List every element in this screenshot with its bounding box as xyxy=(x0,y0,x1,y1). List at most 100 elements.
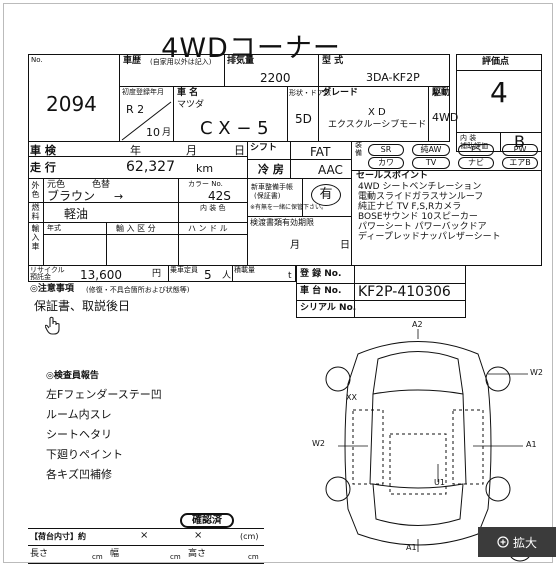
inspection-month: 月 xyxy=(186,144,197,157)
color-change-label: 色替 xyxy=(92,180,111,190)
chassis-label: 車 台 No. xyxy=(300,286,342,296)
model-type-value: 3DA-KF2P xyxy=(366,71,420,84)
grid-line xyxy=(296,283,466,284)
cargo-width-label: 幅 xyxy=(110,549,120,559)
cargo-cm: cm xyxy=(170,553,181,561)
first-reg-month: 10 xyxy=(146,126,160,139)
color-code: 42S xyxy=(208,189,231,203)
damage-mark: XX xyxy=(346,393,357,402)
grid-line xyxy=(28,202,248,203)
grade-box xyxy=(456,54,542,152)
fuel-value: 軽油 xyxy=(64,207,89,221)
load-unit: t xyxy=(288,271,292,281)
damage-mark: A1 xyxy=(406,543,417,552)
first-reg-label: 初度登録年月 xyxy=(122,88,164,96)
drive-label: 駆動 xyxy=(432,88,451,98)
grid-line xyxy=(318,54,319,86)
inspector-line: ルーム内スレ xyxy=(46,408,112,421)
confirmed-stamp: 確認済 xyxy=(180,513,234,528)
equip-airbag: エアB xyxy=(502,157,538,169)
grade-points-value: 4 xyxy=(490,76,508,109)
notes-sub: (修復・不具合箇所および状態等) xyxy=(86,286,190,294)
grid-line xyxy=(456,132,542,133)
mileage-label: 走 行 xyxy=(30,161,56,174)
notes-text: 保証書、取説後日 xyxy=(34,299,131,313)
history-note: (自家用以外は記入) xyxy=(150,58,212,66)
hand-cursor-icon xyxy=(45,316,60,335)
sales-point-line: ディープレッドナッパレザーシート xyxy=(358,232,501,242)
recycle-value: 13,600 xyxy=(80,268,122,282)
grid-line xyxy=(287,86,288,142)
grid-line xyxy=(232,266,233,282)
first-reg-year: R 2 xyxy=(126,103,145,116)
grid-line xyxy=(178,222,179,266)
recycle-cert-label: 検渡書類有効期限 xyxy=(250,218,314,227)
history-label: 車歴 xyxy=(123,56,142,66)
damage-mark: U1 xyxy=(434,478,445,487)
interior-grade-label: 内 装 補助評価 xyxy=(460,134,488,150)
grid-line xyxy=(296,300,466,301)
reg-no-label: 登 録 No. xyxy=(300,269,342,279)
grid-line xyxy=(248,216,352,217)
inspector-line: 各キズ凹補修 xyxy=(46,468,112,481)
auction-sheet: 4WDコーナー No. 2094 車歴 (自家用以外は記入) 排気量 2200 … xyxy=(28,24,543,566)
manual-note: ※有無を一緒に保管下さい。 xyxy=(250,204,328,211)
equip-navi: ナビ xyxy=(458,157,494,169)
grid-line xyxy=(28,222,248,223)
sales-point-line: 純正ナビ TV F,S,Rカメラ xyxy=(358,202,462,212)
grid-line xyxy=(248,159,352,160)
grid-line xyxy=(43,234,248,235)
sales-point-line: BOSEサウンド 10スピーカー xyxy=(358,212,478,222)
grid-line xyxy=(28,545,264,546)
grade-line2: エクスクルーシブモード xyxy=(328,120,427,130)
capacity-unit: 人 xyxy=(222,271,232,281)
grid-line xyxy=(178,178,179,222)
fuel-label: 燃料 xyxy=(31,203,40,221)
outer-color-label: 外色 xyxy=(31,181,40,199)
color-arrow: → xyxy=(114,190,124,203)
grid-line xyxy=(296,266,297,318)
import-section-label: 輸 入 区 分 xyxy=(116,224,156,233)
grid-line xyxy=(500,132,501,152)
damage-mark: A1 xyxy=(526,440,537,449)
grid-line xyxy=(106,222,107,266)
grade-label: グレード xyxy=(322,88,359,98)
car-name-label: 車 名 xyxy=(177,88,199,98)
top-grid xyxy=(120,54,450,142)
mileage-value: 62,327 xyxy=(126,159,175,175)
recycle-label: リサイクル 預託金 xyxy=(30,266,65,281)
grid-line xyxy=(224,54,225,86)
sales-point-line: 4WD シートベンチレーション xyxy=(358,182,482,192)
mid-left-grid xyxy=(28,142,248,266)
zoom-button[interactable]: 拡大 xyxy=(478,527,556,557)
damage-mark: A2 xyxy=(412,320,423,329)
grid-line xyxy=(28,156,248,157)
grid-line xyxy=(302,178,303,216)
import-label: 輸入車 xyxy=(31,224,40,251)
inspection-year: 年 xyxy=(130,144,141,157)
lot-number: 2094 xyxy=(46,92,97,116)
cargo-cm: cm xyxy=(92,553,103,561)
recycle-unit: 円 xyxy=(152,269,162,279)
grid-line xyxy=(120,86,450,87)
recycle-row xyxy=(28,266,296,282)
lot-label: No. xyxy=(31,56,43,64)
inspector-line: 左Fフェンダーステー凹 xyxy=(46,388,162,401)
inspector-label: ◎検査員報告 xyxy=(46,371,99,381)
inspection-label: 車 検 xyxy=(30,144,56,157)
grid-line xyxy=(43,178,44,266)
grid-line xyxy=(428,86,429,142)
sales-point-line: パワーシート パワーバックドア xyxy=(358,222,487,232)
zoom-in-icon xyxy=(497,536,509,548)
drive-value: 4WD xyxy=(432,111,459,124)
equip-leather: カワ xyxy=(368,157,404,169)
first-reg-slash xyxy=(121,101,172,141)
damage-mark: W2 xyxy=(312,439,325,448)
grid-line xyxy=(318,86,319,142)
first-reg-month-unit: 月 xyxy=(162,128,172,138)
interior-color-label: 内 装 色 xyxy=(200,204,226,212)
doors-label: 形状・ドア数 xyxy=(289,89,331,97)
grid-line xyxy=(354,266,355,318)
inspector-line: シートヘタリ xyxy=(46,428,112,441)
orig-color-label: 元色 xyxy=(47,180,66,190)
